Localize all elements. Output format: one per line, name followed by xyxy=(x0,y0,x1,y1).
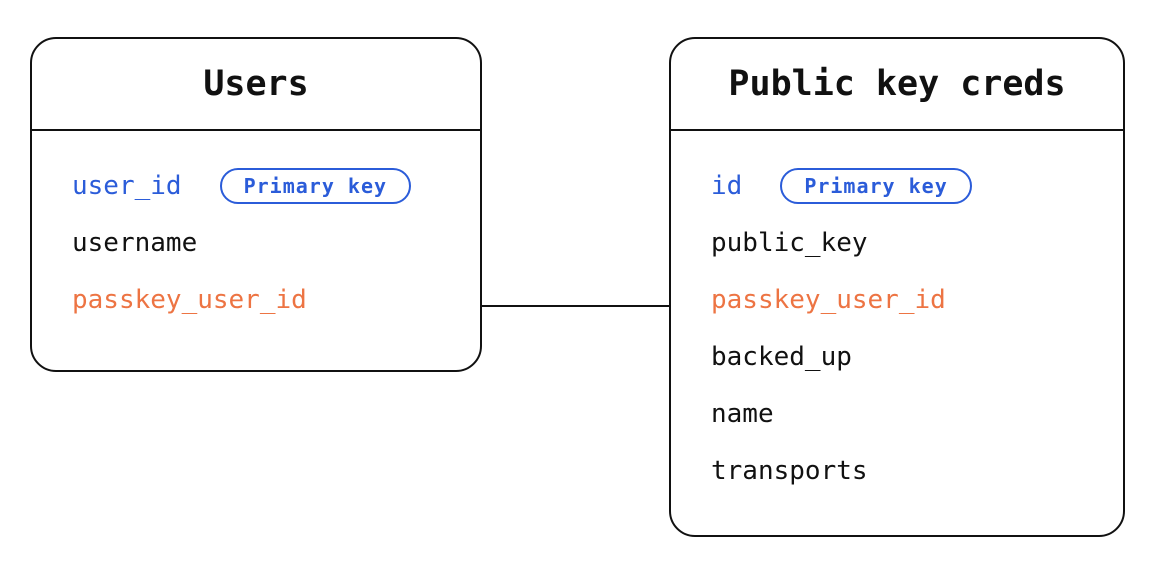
table-public-key-creds-title: Public key creds xyxy=(671,39,1123,131)
field-passkey-user-id: passkey_user_id xyxy=(711,284,946,315)
field-row-user-id: user_id Primary key xyxy=(72,157,462,214)
table-public-key-creds: Public key creds id Primary key public_k… xyxy=(669,37,1125,537)
field-transports: transports xyxy=(711,455,868,486)
field-public-key: public_key xyxy=(711,227,868,258)
field-row-passkey-user-id: passkey_user_id xyxy=(711,271,1105,328)
field-row-transports: transports xyxy=(711,442,1105,499)
field-id: id xyxy=(711,170,743,201)
field-row-backed-up: backed_up xyxy=(711,328,1105,385)
field-row-passkey-user-id: passkey_user_id xyxy=(72,271,462,328)
field-username: username xyxy=(72,227,198,258)
field-user-id: user_id xyxy=(72,170,182,201)
table-users-title: Users xyxy=(32,39,480,131)
field-row-name: name xyxy=(711,385,1105,442)
field-backed-up: backed_up xyxy=(711,341,852,372)
table-public-key-creds-body: id Primary key public_key passkey_user_i… xyxy=(671,131,1123,499)
relationship-connector-line xyxy=(482,305,669,307)
field-row-username: username xyxy=(72,214,462,271)
field-passkey-user-id: passkey_user_id xyxy=(72,284,307,315)
field-row-id: id Primary key xyxy=(711,157,1105,214)
table-users: Users user_id Primary key username passk… xyxy=(30,37,482,372)
field-row-public-key: public_key xyxy=(711,214,1105,271)
field-name: name xyxy=(711,398,774,429)
table-users-body: user_id Primary key username passkey_use… xyxy=(32,131,480,328)
primary-key-badge: Primary key xyxy=(219,167,412,204)
primary-key-badge: Primary key xyxy=(780,167,972,204)
